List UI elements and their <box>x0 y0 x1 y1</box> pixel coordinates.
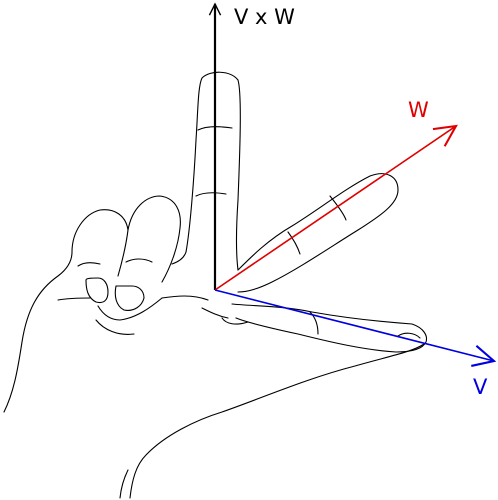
pinky-finger <box>127 195 181 283</box>
hand-palm-outline <box>3 251 73 413</box>
index-finger-joint-lower <box>287 231 301 255</box>
pinky-finger-base <box>97 297 163 321</box>
thumb-joint <box>309 311 319 335</box>
hand-illustration <box>3 71 428 499</box>
middle-finger <box>185 71 241 271</box>
w-vector-arrow <box>214 124 458 291</box>
middle-finger-base-left <box>171 251 187 265</box>
pinky-finger-nail <box>114 285 145 311</box>
ring-finger-nail <box>85 277 109 304</box>
wrist-edge <box>119 469 129 499</box>
ring-finger-crease <box>77 262 101 267</box>
cross-product-label: V x W <box>234 5 295 29</box>
palm-crease-2 <box>95 319 135 335</box>
palm-crease-1 <box>161 295 209 301</box>
thumb-base <box>221 317 249 325</box>
w-vector-label: W <box>408 98 429 122</box>
thumb-nail <box>397 332 421 339</box>
thumb <box>231 303 428 353</box>
v-vector-arrow <box>214 289 497 367</box>
middle-finger-joint-upper <box>197 126 233 131</box>
pinky-finger-crease <box>125 258 153 263</box>
hand-lower-edge <box>129 343 425 499</box>
middle-finger-joint-lower <box>195 192 227 197</box>
v-vector-label: V <box>473 375 488 399</box>
index-finger <box>237 173 399 293</box>
palm-crease-3 <box>201 307 229 319</box>
index-finger-joint-upper <box>329 195 347 221</box>
ring-finger-knuckle <box>57 297 91 301</box>
ring-finger <box>71 209 129 277</box>
